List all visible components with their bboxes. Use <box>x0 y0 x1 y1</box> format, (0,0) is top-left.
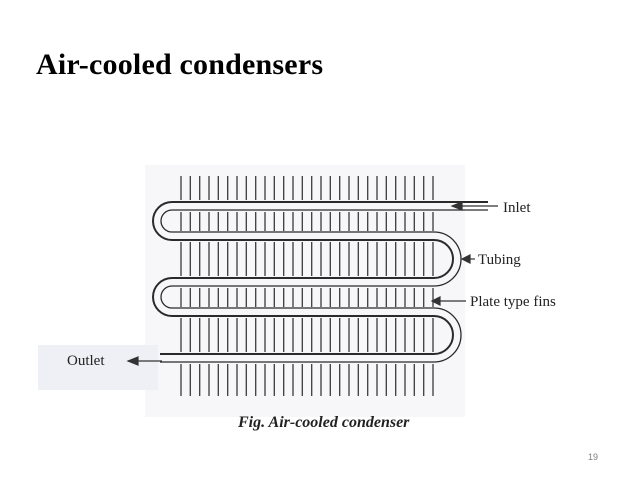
tubing-arrow <box>460 254 471 264</box>
plate-fins <box>180 176 434 396</box>
scan-background <box>145 165 465 417</box>
page-number: 19 <box>588 452 599 462</box>
inlet-label: Inlet <box>503 200 531 216</box>
fins-arrow <box>430 296 441 306</box>
figure-caption: Fig. Air-cooled condenser <box>237 414 410 431</box>
outlet-arrow <box>126 356 139 366</box>
tube-inner-wall <box>160 209 488 363</box>
scan-shadow-left <box>38 345 158 390</box>
inlet-arrow <box>450 201 463 211</box>
fins-label: Plate type fins <box>470 294 556 310</box>
slide-title: Air-cooled condensers <box>36 48 324 81</box>
outlet-label: Outlet <box>67 353 105 369</box>
serpentine-tubing <box>152 201 488 363</box>
tubing-label: Tubing <box>478 252 521 268</box>
annotation-lines <box>126 201 498 366</box>
tube-outer-wall <box>152 201 488 355</box>
